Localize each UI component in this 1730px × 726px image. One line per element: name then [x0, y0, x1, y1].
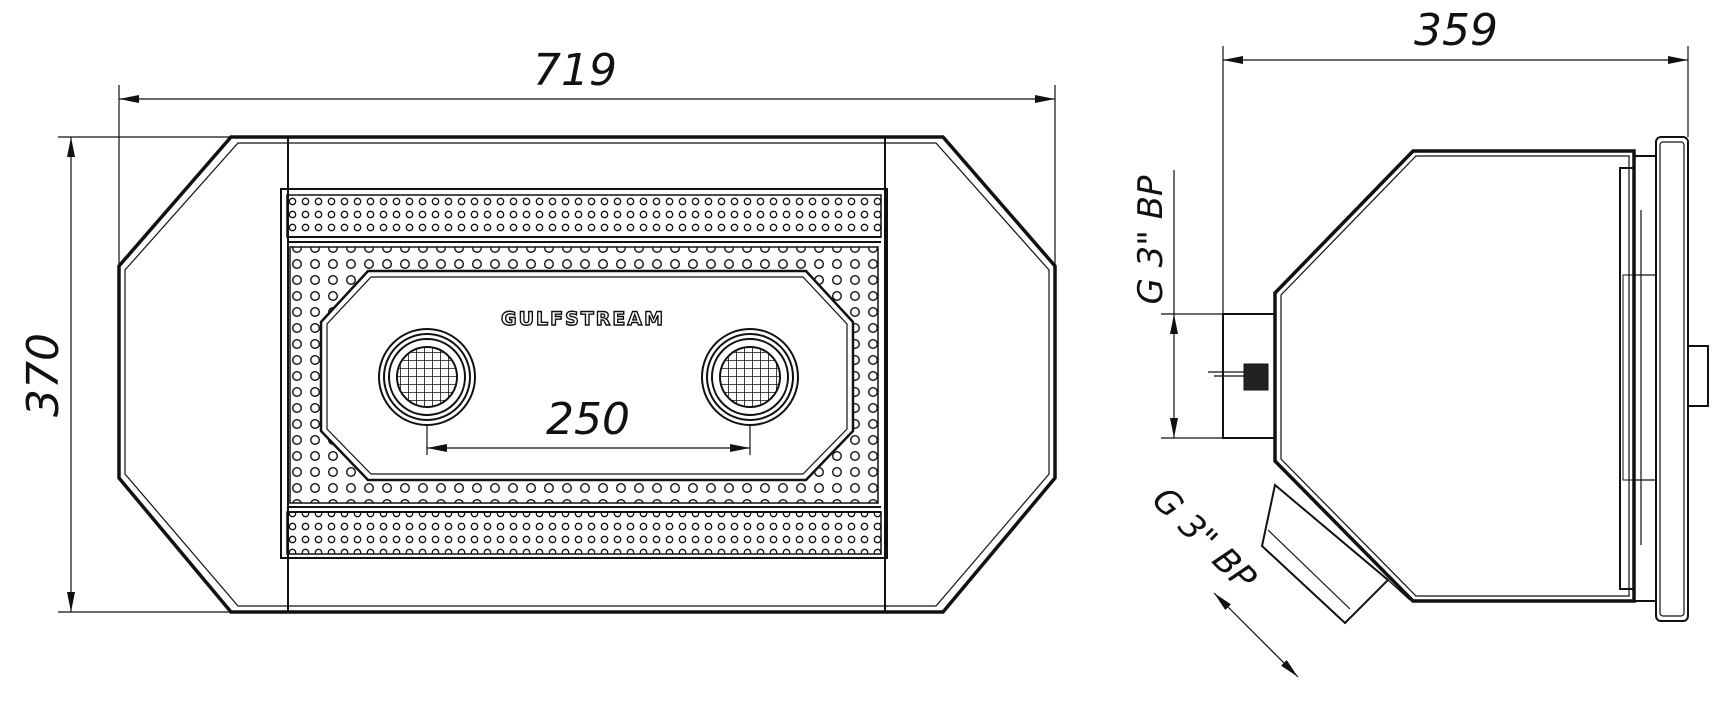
height-dimension: 370 [18, 333, 69, 417]
center-plate [319, 269, 855, 482]
left-nozzle [378, 328, 476, 426]
front-panel [280, 188, 888, 559]
width-dimension: 719 [533, 45, 617, 96]
outlet-thread-dimension-line [1213, 592, 1299, 678]
outlet-thread-label: G 3" BP [1144, 479, 1264, 599]
inlet-thread-label: G 3" BP [1131, 175, 1171, 305]
right-nozzle [701, 328, 799, 426]
wall-bracket [1687, 345, 1709, 407]
front-view: GULFSTREAM 250 719 370 [18, 45, 1057, 614]
inlet-fitting [1243, 363, 1269, 391]
side-view: 359 G 3" BP G 3" BP [1131, 5, 1709, 678]
bottom-perforated-strip [286, 511, 882, 555]
heater-side-body [1273, 149, 1636, 603]
top-perforated-strip [286, 194, 882, 238]
mounting-plate [1655, 136, 1689, 622]
brand-logo: GULFSTREAM [501, 308, 665, 330]
depth-dimension: 359 [1414, 5, 1498, 56]
spacing-dimension: 250 [546, 394, 630, 445]
heater-housing-outline [117, 135, 1057, 614]
